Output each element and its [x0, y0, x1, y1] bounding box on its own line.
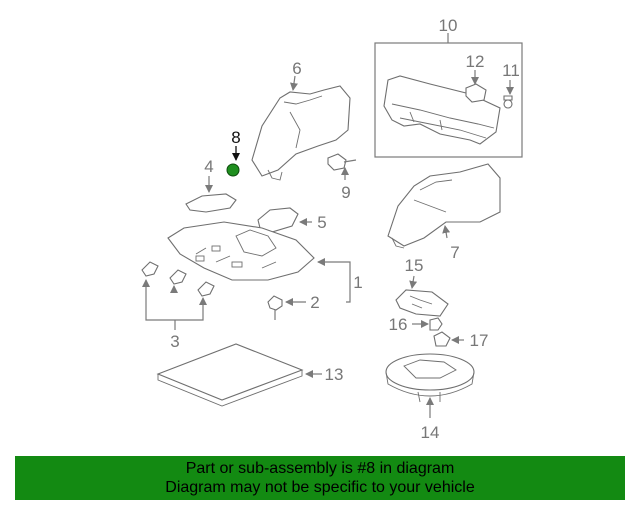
callout-4: 4 — [204, 157, 213, 176]
callout-11: 11 — [502, 61, 520, 80]
callout-13: 13 — [325, 365, 344, 384]
part-9-bolt[interactable] — [327, 153, 357, 180]
callout-16: 16 — [389, 315, 408, 334]
callout-2: 2 — [310, 293, 319, 312]
info-banner: Part or sub-assembly is #8 in diagram Di… — [15, 456, 625, 500]
part-14-spare-tire-tray[interactable] — [385, 353, 475, 418]
part-12-clip[interactable] — [465, 70, 487, 103]
callout-9: 9 — [341, 183, 350, 202]
callout-1: 1 — [353, 273, 362, 292]
part-11-push-clip[interactable] — [503, 80, 514, 109]
part-6-side-trim[interactable] — [251, 75, 351, 181]
part-16-nut[interactable] — [412, 317, 443, 331]
banner-line-disclaimer: Diagram may not be specific to your vehi… — [165, 479, 475, 496]
callout-6: 6 — [292, 59, 301, 78]
part-3-clips[interactable] — [141, 261, 215, 330]
banner-line-part-info: Part or sub-assembly is #8 in diagram — [185, 460, 455, 477]
callout-17: 17 — [470, 331, 489, 350]
callout-10: 10 — [439, 16, 458, 35]
part-13-trunk-mat[interactable] — [156, 343, 322, 407]
part-8-highlighted-clip[interactable] — [226, 146, 240, 177]
callout-3: 3 — [170, 332, 179, 351]
part-5-cover[interactable] — [257, 207, 312, 233]
part-1-rear-shelf[interactable] — [167, 221, 351, 303]
callout-14: 14 — [421, 423, 440, 442]
exploded-parts-diagram: 10 12 11 6 8 9 4 5 1 2 3 13 7 15 16 17 1… — [141, 16, 523, 442]
part-2-bolt[interactable] — [267, 295, 306, 320]
part-4-cover[interactable] — [185, 176, 237, 213]
callout-15: 15 — [405, 256, 424, 275]
callout-12: 12 — [466, 52, 485, 71]
part-15-module[interactable] — [395, 275, 449, 317]
part-10-group-box — [374, 33, 523, 158]
callout-7: 7 — [450, 243, 459, 262]
part-10-trunk-trim-panel[interactable] — [383, 75, 501, 145]
callout-5: 5 — [317, 213, 326, 232]
part-17-nut[interactable] — [433, 331, 464, 347]
callout-8: 8 — [231, 128, 240, 147]
part-7-side-trim[interactable] — [387, 163, 501, 249]
